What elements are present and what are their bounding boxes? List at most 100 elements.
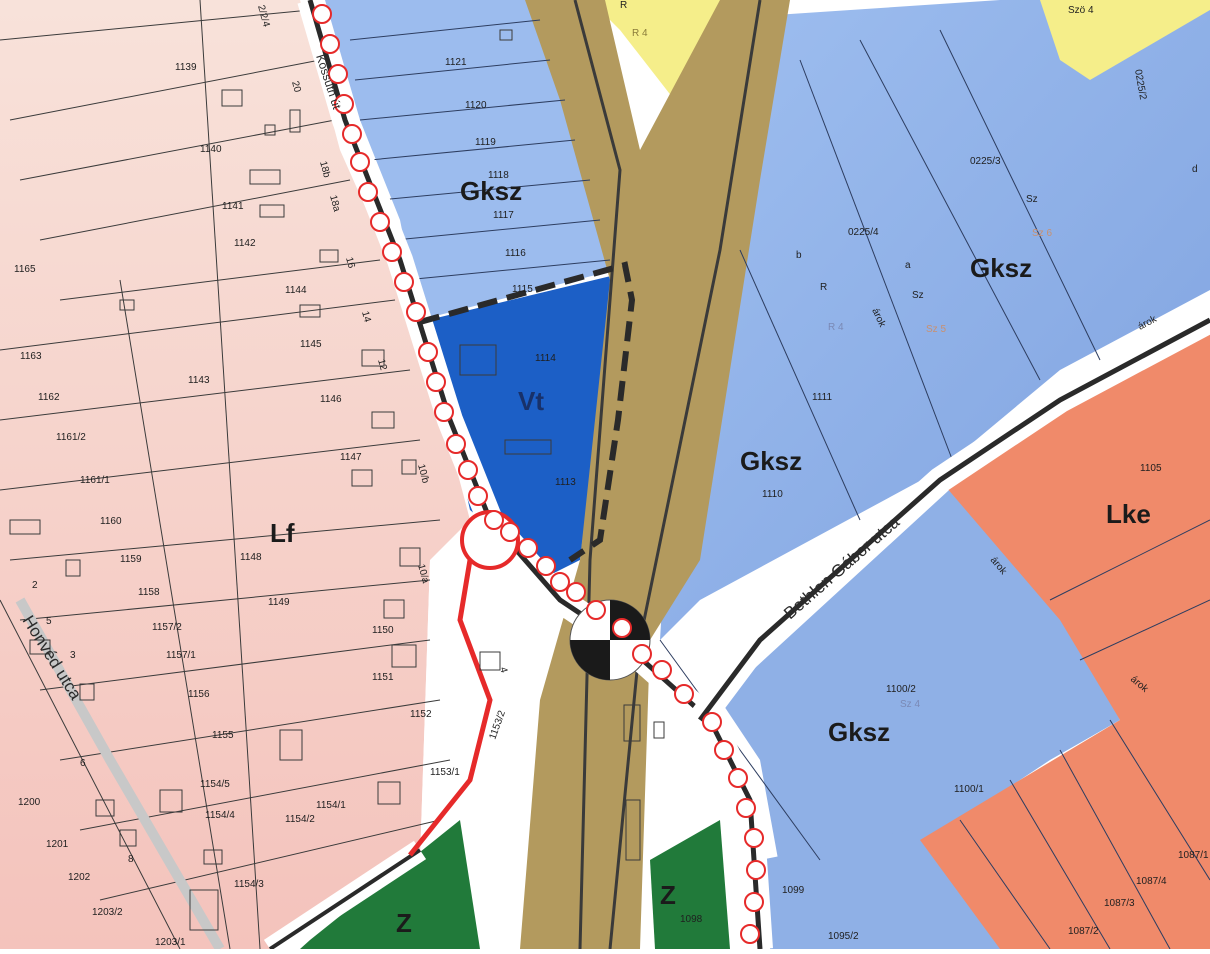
land-use-label: Szö 4: [1068, 5, 1094, 16]
route-marker: [446, 434, 466, 454]
zone-label-lf: Lf: [270, 518, 295, 548]
plot-label: 1140: [200, 144, 222, 155]
route-marker: [550, 572, 570, 592]
parcel-lines-left: [0, 0, 451, 950]
zone-lf-area[interactable]: [0, 0, 470, 949]
plot-label: 1153/1: [430, 767, 460, 778]
plot-label: 1163: [20, 351, 42, 362]
zone-yellow-topright[interactable]: [1040, 0, 1210, 80]
plot-label: 1120: [465, 100, 487, 111]
zone-gksz-north-area[interactable]: [325, 0, 615, 320]
plot-label: 1154/1: [316, 800, 346, 811]
plot-label: 1100/2: [886, 684, 916, 695]
plot-label: 1148: [240, 552, 262, 563]
route-marker: [426, 372, 446, 392]
house-number: 20: [289, 80, 303, 94]
plot-label: 1118: [488, 170, 509, 181]
plot-label: 1147: [340, 452, 362, 463]
plot-label: 1157/1: [166, 650, 196, 661]
zone-label-z-right: Z: [660, 880, 676, 910]
plot-label: 0225/3: [970, 156, 1001, 167]
route-marker: [334, 94, 354, 114]
route-marker: [434, 402, 454, 422]
plot-label: 1087/2: [1068, 926, 1099, 937]
plot-label: 1160: [100, 516, 122, 527]
plot-label: 1105: [1140, 463, 1162, 474]
zone-label-lke: Lke: [1106, 499, 1151, 529]
plot-label: 1158: [138, 587, 160, 598]
house-numbers: 20 18b 18a 16 14 12 10/b 10/a 4 2 5 3 6 …: [32, 4, 509, 865]
plot-label: 1154/2: [285, 814, 315, 825]
plot-labels-right: 1121 1120 1119 1118 1117 1116 1115 1114 …: [445, 57, 1209, 942]
house-number: 2: [32, 580, 38, 591]
plot-label: 1121: [445, 57, 467, 68]
plot-label: 1143: [188, 375, 210, 386]
zone-z-left-area[interactable]: [300, 820, 480, 949]
route-marker: [566, 582, 586, 602]
route-marker: [418, 342, 438, 362]
route-marker: [702, 712, 722, 732]
plot-label: 1142: [234, 238, 256, 249]
plot-label: 1116: [505, 248, 526, 259]
zone-label-gksz-north: Gksz: [460, 176, 522, 206]
land-use-label: b: [796, 250, 802, 261]
plot-label: 0225/4: [848, 227, 879, 238]
plot-label: 1203/1: [155, 937, 186, 948]
land-use-label: Sz 5: [926, 324, 946, 335]
plot-label: 1165: [14, 264, 36, 275]
house-number: 14: [359, 310, 373, 324]
route-marker: [736, 798, 756, 818]
route-marker: [500, 522, 520, 542]
land-use-label: a: [905, 260, 911, 271]
planned-path-line[interactable]: [408, 559, 493, 857]
bike-route-markers: [312, 4, 766, 944]
planning-boundary-dashed: [419, 261, 636, 563]
route-marker: [484, 510, 504, 530]
zone-label-gksz-middle: Gksz: [740, 446, 802, 476]
route-marker: [358, 182, 378, 202]
route-marker: [382, 242, 402, 262]
plot-label: 1203/2: [92, 907, 123, 918]
route-marker: [632, 644, 652, 664]
plot-label: 1156: [188, 689, 210, 700]
plot-label: 1161/1: [80, 475, 110, 486]
plot-label: 1159: [120, 554, 142, 565]
house-number: 5: [46, 616, 52, 627]
land-use-label: R 4: [828, 322, 844, 333]
route-marker: [536, 556, 556, 576]
plot-label: 1200: [18, 797, 41, 808]
route-marker: [746, 860, 766, 880]
house-number: 18a: [327, 194, 342, 213]
bethlen-road-centerline: [698, 317, 1210, 722]
zone-gksz-east-area[interactable]: [660, 0, 1210, 640]
land-use-label: R: [620, 0, 627, 11]
zone-label-vt: Vt: [518, 386, 544, 416]
house-number: 18b: [317, 160, 332, 179]
plot-label: 1162: [38, 392, 60, 403]
plot-label: 1146: [320, 394, 342, 405]
land-use-label: Sz: [1026, 194, 1038, 205]
plot-label: 1111: [812, 392, 832, 403]
land-use-label: R: [820, 282, 827, 293]
zone-gksz-south-area[interactable]: [720, 480, 1120, 870]
route-marker: [586, 600, 606, 620]
land-use-label: R 4: [632, 28, 648, 39]
zone-label-gksz-south: Gksz: [828, 717, 890, 747]
route-marker: [714, 740, 734, 760]
plot-label: 1150: [372, 625, 394, 636]
route-marker: [612, 618, 632, 638]
plot-label: 1087/4: [1136, 876, 1167, 887]
land-use-label: Sz: [912, 290, 924, 301]
zone-z-right-area[interactable]: [650, 820, 730, 949]
plot-label: 1110: [762, 489, 783, 500]
house-number: 6: [80, 758, 86, 769]
plot-label: 1100/1: [954, 784, 984, 795]
route-marker: [744, 892, 764, 912]
plot-label: 1119: [475, 137, 496, 148]
plot-label: 1087/3: [1104, 898, 1135, 909]
parcel-lines-right: [349, 19, 1210, 950]
route-marker: [744, 828, 764, 848]
zone-lke-area[interactable]: [920, 330, 1210, 949]
